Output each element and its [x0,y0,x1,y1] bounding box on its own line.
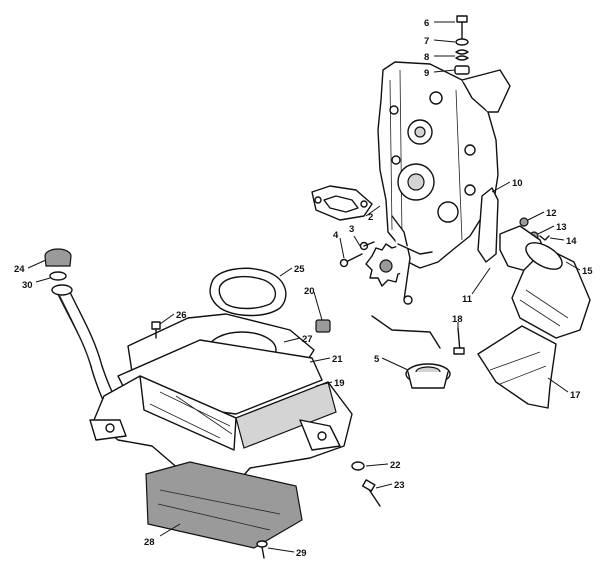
bolt-18 [453,327,465,355]
callout-24: 24 [14,264,25,275]
cover-gasket [311,185,373,221]
callout-18: 18 [452,314,463,325]
callout-12: 12 [546,208,557,219]
small-screws [339,241,375,268]
dipstick-cap [44,248,72,281]
callout-15: 15 [582,266,593,277]
callout-28: 28 [144,537,155,548]
callout-10: 10 [512,178,523,189]
callout-17: 17 [570,390,581,401]
callout-21: 21 [332,354,343,365]
callout-2: 2 [368,212,373,223]
callout-19: 19 [334,378,345,389]
callout-27: 27 [302,334,313,345]
oil-deflector [477,325,557,409]
oil-fill-tube [51,284,125,419]
callout-20: 20 [304,286,315,297]
oil-pickup [371,315,451,389]
plugs [151,319,331,339]
callout-3: 3 [349,224,354,235]
callout-11: 11 [462,294,473,305]
oil-pan-base [89,313,353,519]
callout-13: 13 [556,222,567,233]
callout-29: 29 [296,548,307,559]
callouts: 2 3 4 5 6 7 8 9 10 11 12 13 14 15 17 18 … [14,18,593,559]
callout-25: 25 [294,264,305,275]
callout-9: 9 [424,68,429,79]
engine-cover [377,61,511,269]
governor-parts [454,15,470,75]
callout-7: 7 [424,36,429,47]
oil-filter [499,225,591,339]
callout-14: 14 [566,236,577,247]
callout-8: 8 [424,52,429,63]
callout-26: 26 [176,310,187,321]
callout-5: 5 [374,354,380,365]
callout-4: 4 [333,230,339,241]
drain-bolt [351,461,381,507]
callout-6: 6 [424,18,429,29]
callout-30: 30 [22,280,33,291]
gasket-25 [209,267,287,317]
callout-22: 22 [390,460,401,471]
oil-pump-gear [365,215,433,305]
leader-lines [27,21,581,553]
cover-plate [145,461,303,549]
screw-29 [256,540,268,559]
callout-23: 23 [394,480,405,491]
